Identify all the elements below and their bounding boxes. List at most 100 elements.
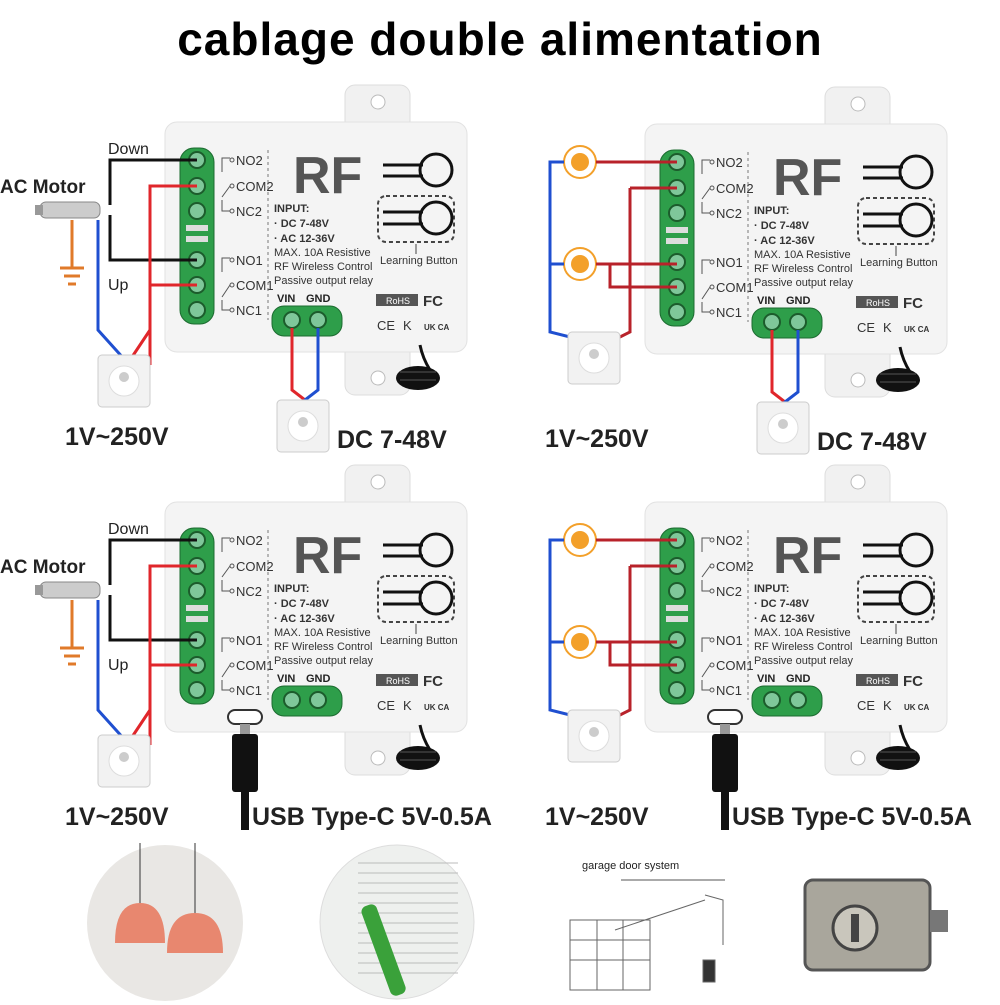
screw-terminal: [668, 582, 686, 600]
ukca-mark: UK CA: [424, 703, 450, 712]
spec-text: · DC 7-48V: [274, 218, 330, 230]
terminal-label: NC1: [236, 303, 262, 318]
spec-text: MAX. 10A Resistive: [274, 247, 371, 259]
spec-text: · AC 12-36V: [274, 233, 335, 245]
spec-text: INPUT:: [754, 205, 789, 217]
page-title: cablage double alimentation: [177, 13, 823, 65]
antenna-coil: [396, 724, 440, 770]
screw-terminal: [668, 253, 686, 271]
terminal-label: NO2: [716, 533, 743, 548]
light-bulb-icon: [563, 625, 597, 659]
svg-text:K: K: [883, 320, 892, 335]
spec-text: Passive output relay: [274, 655, 374, 667]
button-icon: [863, 165, 903, 180]
spec-text: Passive output relay: [754, 655, 854, 667]
screw-terminal: [188, 582, 206, 600]
ce-mark: CE: [857, 698, 875, 713]
terminal-label: NO2: [236, 533, 263, 548]
learning-button-label: Learning Button: [860, 257, 938, 269]
ce-mark: CE: [377, 698, 395, 713]
wire-red: [596, 538, 677, 722]
brand-label: RF: [773, 527, 842, 585]
light-bulb-icon: [563, 247, 597, 281]
screw-terminal: [668, 631, 686, 649]
learning-button: [377, 195, 455, 243]
terminal-label: NC2: [716, 206, 742, 221]
spec-text: RF Wireless Control: [754, 641, 852, 653]
terminal-label: NC1: [716, 305, 742, 320]
terminal-label: COM1: [716, 658, 754, 673]
terminal-label: NC2: [716, 584, 742, 599]
terminal-label: NO2: [236, 153, 263, 168]
rohs-mark: RoHS: [386, 676, 410, 686]
wall-outlet: [97, 354, 151, 408]
ce-mark: CE: [857, 320, 875, 335]
ukca-mark: UK CA: [424, 323, 450, 332]
light-bulb-icon: [563, 145, 597, 179]
power-label: DC 7-48V: [817, 428, 927, 456]
screw-terminal: [668, 204, 686, 222]
terminal-label: NC1: [236, 683, 262, 698]
ac-voltage-label: 1V~250V: [545, 803, 649, 831]
ac-voltage-label: 1V~250V: [65, 423, 169, 451]
terminal-label: NC2: [236, 584, 262, 599]
terminal-label: COM1: [236, 278, 274, 293]
down-label: Down: [108, 141, 149, 158]
spec-text: INPUT:: [274, 203, 309, 215]
gnd-label: GND: [306, 293, 331, 305]
terminal-label: COM2: [236, 559, 274, 574]
wire-blue: [96, 600, 127, 742]
terminal-label: COM1: [236, 658, 274, 673]
learning-button: [857, 197, 935, 245]
power-terminal: [751, 307, 823, 339]
motor-label: AC Motor: [0, 177, 86, 198]
spec-text: Passive output relay: [754, 277, 854, 289]
up-label: Up: [108, 277, 129, 294]
rohs-mark: RoHS: [386, 296, 410, 306]
wall-outlet: [97, 734, 151, 788]
spec-text: RF Wireless Control: [274, 641, 372, 653]
spec-text: · DC 7-48V: [754, 598, 810, 610]
spec-text: · DC 7-48V: [754, 220, 810, 232]
screw-terminal: [668, 681, 686, 699]
garage-door-caption: garage door system: [582, 860, 680, 872]
usb-c-connector-icon: [227, 709, 263, 830]
spec-text: INPUT:: [274, 583, 309, 595]
ce-mark: CE: [377, 318, 395, 333]
ac-voltage-label: 1V~250V: [65, 803, 169, 831]
terminal-label: COM2: [236, 179, 274, 194]
light-bulb-icon: [563, 523, 597, 557]
spec-text: · AC 12-36V: [274, 613, 335, 625]
svg-text:K: K: [403, 698, 412, 713]
screw-terminal: [188, 202, 206, 220]
wall-outlet: [567, 331, 621, 385]
spec-text: MAX. 10A Resistive: [754, 627, 851, 639]
button-icon: [863, 543, 903, 558]
ground-icon: [60, 220, 84, 286]
power-label: USB Type-C 5V-0.5A: [732, 803, 972, 831]
brand-label: RF: [773, 149, 842, 207]
power-terminal: [271, 685, 343, 717]
vin-label: VIN: [277, 293, 295, 305]
brand-label: RF: [293, 147, 362, 205]
power-label: DC 7-48V: [337, 426, 447, 454]
spec-text: MAX. 10A Resistive: [754, 249, 851, 261]
spec-text: INPUT:: [754, 583, 789, 595]
antenna-coil: [876, 724, 920, 770]
wall-outlet: [276, 399, 330, 453]
ground-icon: [60, 600, 84, 666]
antenna-coil: [396, 344, 440, 390]
garage-door-image: garage door system: [555, 850, 735, 1000]
spec-text: MAX. 10A Resistive: [274, 627, 371, 639]
spec-text: · DC 7-48V: [274, 598, 330, 610]
spec-text: · AC 12-36V: [754, 613, 815, 625]
spec-text: · AC 12-36V: [754, 235, 815, 247]
wall-outlet: [756, 401, 810, 455]
fc-mark: FC: [903, 295, 923, 312]
ac-voltage-label: 1V~250V: [545, 425, 649, 453]
wire-black: [108, 538, 197, 642]
